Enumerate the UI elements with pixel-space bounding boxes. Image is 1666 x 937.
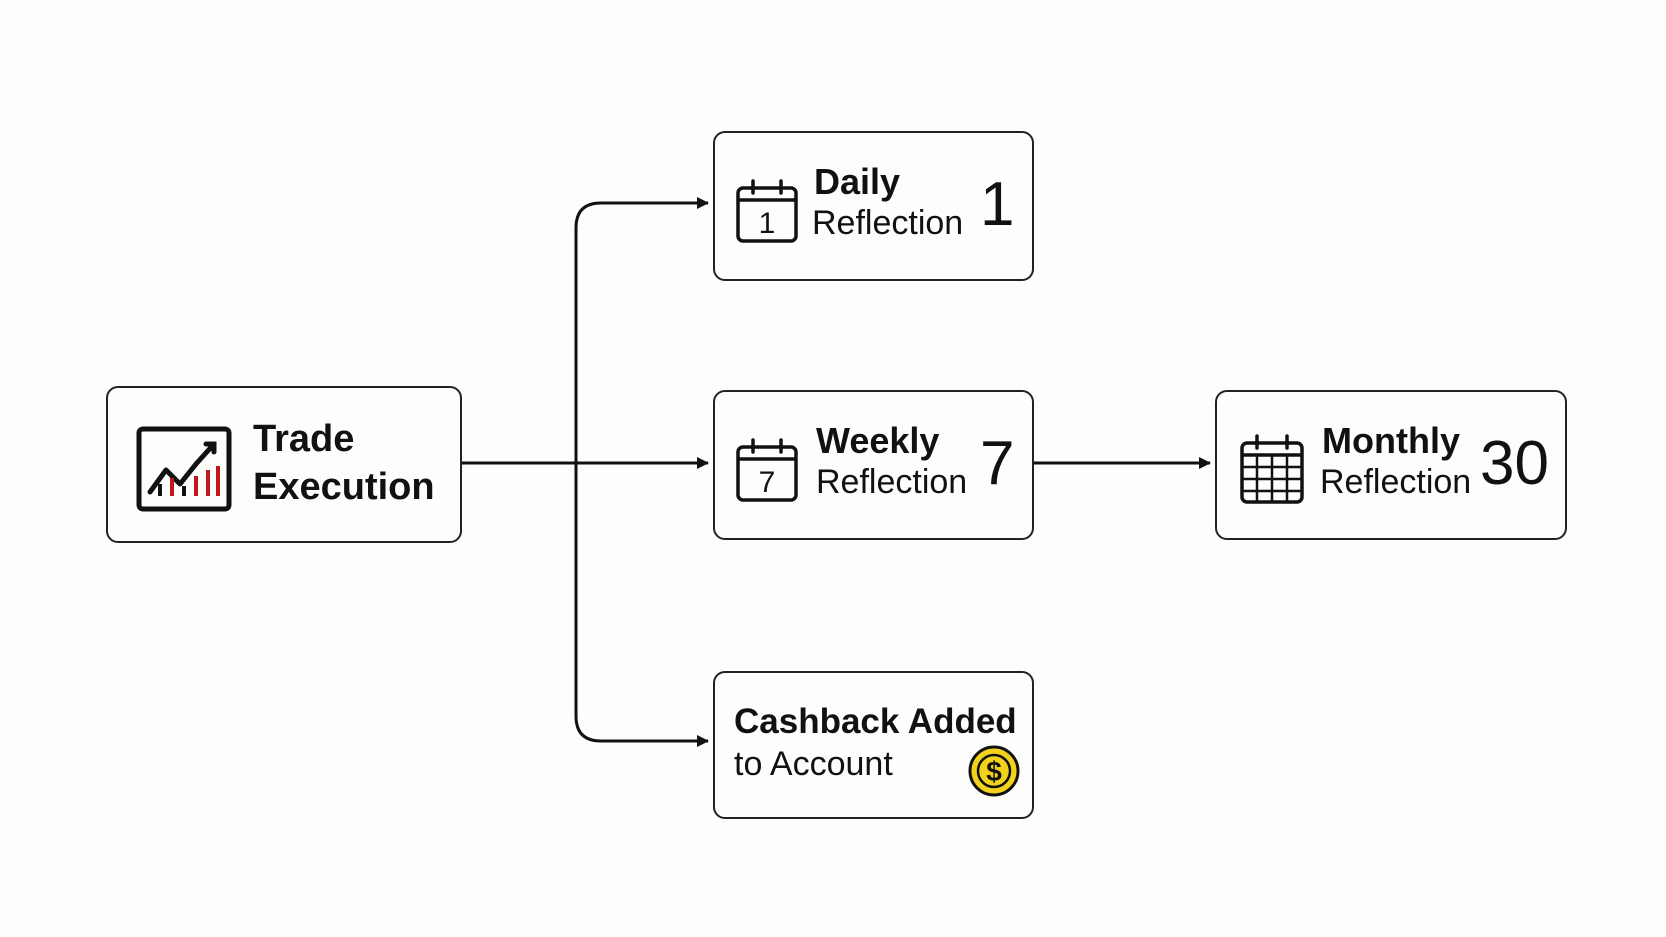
calendar-day-icon: 1 (735, 178, 799, 249)
node-title-line1: Daily (814, 161, 901, 202)
trading-chart-icon (136, 426, 232, 517)
day-count: 1 (980, 170, 1015, 239)
node-daily-reflection: 1 Daily Reflection 1 (713, 131, 1034, 281)
node-title-line1: Monthly (1322, 420, 1460, 461)
edge-trade-to-daily (574, 197, 709, 463)
node-weekly-reflection: 7 Weekly Reflection 7 (713, 390, 1034, 540)
edge-trade-to-cashback (574, 463, 709, 747)
node-title-line2: to Account (734, 745, 893, 783)
node-title-line2: Reflection (1320, 463, 1472, 501)
svg-text:$: $ (986, 756, 1002, 787)
calendar-week-icon: 7 (735, 437, 799, 508)
node-title-line2: Reflection (812, 204, 964, 242)
node-cashback-added: Cashback Added to Account $ (713, 671, 1034, 819)
node-title-line1: Cashback Added (734, 702, 1017, 741)
day-count: 7 (980, 429, 1015, 498)
calendar-week-number: 7 (759, 466, 776, 499)
node-title-line1: Trade (253, 418, 355, 460)
node-title-line2: Reflection (816, 463, 968, 501)
dollar-coin-icon: $ (967, 744, 1021, 803)
node-title-line2: Execution (253, 466, 435, 508)
node-monthly-reflection: Monthly Reflection 30 (1215, 390, 1567, 540)
node-trade-execution: Trade Execution (106, 386, 462, 543)
calendar-day-number: 1 (759, 207, 776, 240)
node-title-line1: Weekly (816, 420, 940, 461)
day-count: 30 (1480, 429, 1549, 498)
calendar-month-icon (1239, 433, 1305, 510)
